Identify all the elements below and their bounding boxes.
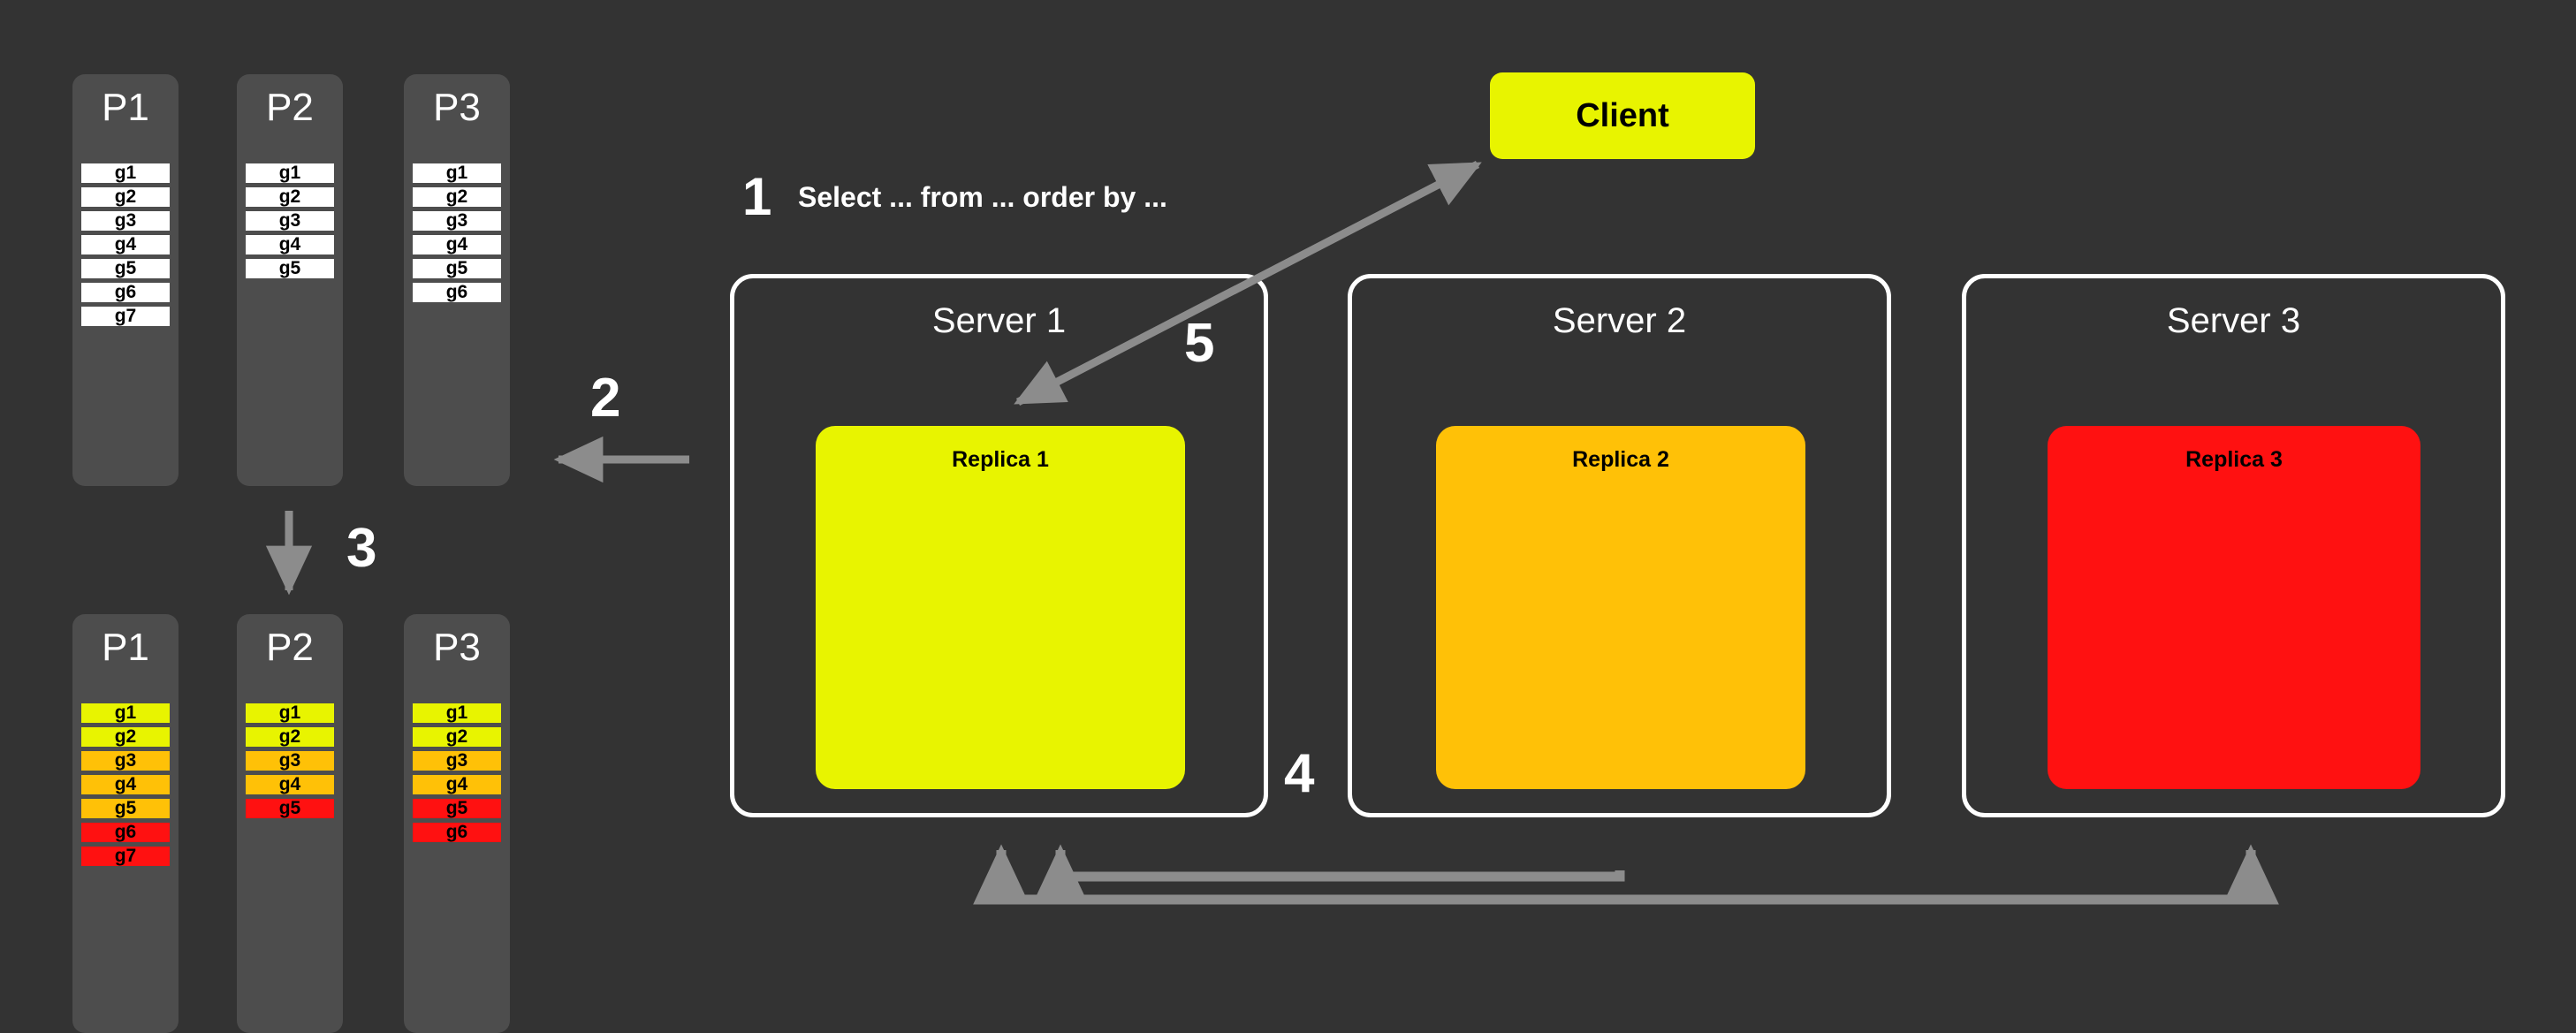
partition-cell: g1 <box>413 163 501 183</box>
partition-column-p1-after: P1 g1 g2 g3 g4 g5 g6 g7 <box>72 614 179 1033</box>
replica-box-2[interactable]: Replica 2 <box>1436 426 1805 789</box>
partition-cell: g5 <box>413 259 501 278</box>
partition-title: P3 <box>433 626 481 669</box>
partition-title: P2 <box>266 86 314 129</box>
partition-title: P3 <box>433 86 481 129</box>
step-number-1: 1 <box>742 167 772 226</box>
partition-cell: g5 <box>81 799 170 818</box>
partition-cell: g5 <box>246 799 334 818</box>
client-label: Client <box>1576 96 1669 134</box>
partition-title: P1 <box>102 86 149 129</box>
partition-cell: g2 <box>413 727 501 747</box>
partition-cell: g1 <box>246 703 334 723</box>
partition-cell: g6 <box>413 283 501 302</box>
replica-label: Replica 2 <box>1572 447 1669 472</box>
step-number-3: 3 <box>346 518 377 579</box>
partition-cell: g5 <box>246 259 334 278</box>
partition-column-p3-after: P3 g1 g2 g3 g4 g5 g6 <box>404 614 510 1033</box>
partition-column-p2-after: P2 g1 g2 g3 g4 g5 <box>237 614 343 1033</box>
partition-cell: g2 <box>81 187 170 207</box>
partition-cell: g1 <box>81 703 170 723</box>
replica-box-3[interactable]: Replica 3 <box>2048 426 2420 789</box>
partition-cell: g1 <box>81 163 170 183</box>
partition-cell: g4 <box>413 235 501 254</box>
partition-cell-list: g1 g2 g3 g4 g5 g6 g7 <box>81 703 170 870</box>
partition-cell: g6 <box>81 823 170 842</box>
server-title: Server 2 <box>1552 301 1687 340</box>
query-text: Select ... from ... order by ... <box>798 181 1167 213</box>
client-node[interactable]: Client <box>1490 72 1755 159</box>
step-number-2: 2 <box>590 368 621 429</box>
partition-title: P1 <box>102 626 149 669</box>
arrow-step-4-inner <box>1032 844 1625 905</box>
partition-cell: g5 <box>413 799 501 818</box>
partition-cell: g1 <box>413 703 501 723</box>
partition-title: P2 <box>266 626 314 669</box>
server-box-3: Server 3 Replica 3 <box>1962 274 2505 817</box>
partition-cell: g4 <box>246 235 334 254</box>
partition-cell: g7 <box>81 307 170 326</box>
partition-cell: g3 <box>413 211 501 231</box>
partition-cell-list: g1 g2 g3 g4 g5 g6 <box>413 703 501 847</box>
partition-cell: g2 <box>246 727 334 747</box>
replica-label: Replica 3 <box>2185 447 2283 472</box>
partition-column-p1-before: P1 g1 g2 g3 g4 g5 g6 g7 <box>72 74 179 486</box>
partition-cell: g2 <box>246 187 334 207</box>
replica-label: Replica 1 <box>952 447 1049 472</box>
replica-box-1[interactable]: Replica 1 <box>816 426 1185 789</box>
partition-cell: g4 <box>246 775 334 794</box>
partition-cell: g6 <box>81 283 170 302</box>
partition-column-p2-before: P2 g1 g2 g3 g4 g5 <box>237 74 343 486</box>
partition-cell: g5 <box>81 259 170 278</box>
partition-cell: g7 <box>81 847 170 866</box>
partition-cell: g4 <box>81 235 170 254</box>
partition-column-p3-before: P3 g1 g2 g3 g4 g5 g6 <box>404 74 510 486</box>
partition-cell-list: g1 g2 g3 g4 g5 <box>246 703 334 823</box>
partition-cell: g3 <box>413 751 501 771</box>
partition-cell-list: g1 g2 g3 g4 g5 g6 g7 <box>81 163 170 330</box>
partition-cell: g3 <box>246 751 334 771</box>
server-box-2: Server 2 Replica 2 <box>1348 274 1891 817</box>
partition-cell-list: g1 g2 g3 g4 g5 <box>246 163 334 283</box>
server-title: Server 3 <box>2166 301 2301 340</box>
partition-cell: g2 <box>81 727 170 747</box>
partition-cell: g3 <box>81 211 170 231</box>
partition-cell: g3 <box>246 211 334 231</box>
partition-cell: g4 <box>81 775 170 794</box>
step-number-4: 4 <box>1284 743 1315 804</box>
partition-cell: g3 <box>81 751 170 771</box>
partition-cell: g1 <box>246 163 334 183</box>
step-number-5: 5 <box>1184 313 1215 374</box>
arrow-step-4-outer <box>973 844 2256 905</box>
partition-cell-list: g1 g2 g3 g4 g5 g6 <box>413 163 501 307</box>
partition-cell: g6 <box>413 823 501 842</box>
partition-cell: g2 <box>413 187 501 207</box>
partition-cell: g4 <box>413 775 501 794</box>
